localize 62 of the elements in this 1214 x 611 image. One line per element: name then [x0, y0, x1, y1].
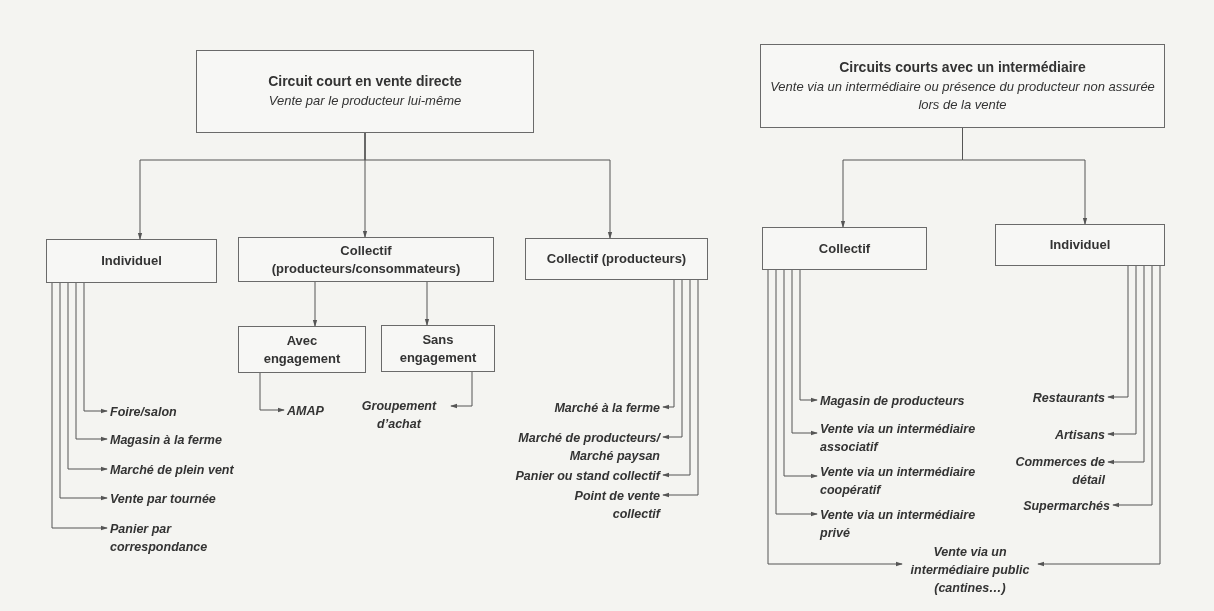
box-label: Individuel: [1049, 236, 1111, 254]
channel-label: Vente via un intermédiaire public (cantines…): [905, 543, 1035, 598]
channel-label: Foire/salon: [110, 403, 240, 422]
box-title: Circuit court en vente directe: [268, 73, 462, 90]
channel-label: Marché de plein vent: [110, 461, 270, 480]
box-label: Collectif: [818, 239, 871, 258]
subcategory-box: [238, 326, 366, 373]
box-subtitle: Vente par le producteur lui-même: [268, 92, 462, 110]
connector-arrow: [424, 281, 430, 326]
connector-arrow: [791, 269, 818, 436]
connector-arrow: [783, 269, 818, 479]
connector-arrow: [1037, 265, 1161, 567]
connector-arrow: [312, 281, 318, 327]
connector-arrow: [662, 279, 675, 410]
subcategory-box: [995, 224, 1165, 266]
connector-arrow: [662, 279, 683, 440]
channel-label: Panier ou stand collectif: [480, 467, 660, 486]
connector-arrow: [1107, 265, 1129, 400]
box-label: Collectif (producteurs): [546, 250, 687, 268]
box-title: Circuits courts avec un intermédiaire: [839, 58, 1086, 75]
connector-arrow: [75, 282, 108, 442]
connector-arrow: [662, 279, 691, 478]
box-subtitle: Vente via un intermédiaire ou présence du producteur non assurée lors de la vente: [769, 77, 1156, 114]
category-box: [760, 44, 1165, 128]
channel-label: Magasin de producteurs: [820, 392, 1000, 411]
channel-label: Vente par tournée: [110, 490, 260, 509]
subcategory-box: [525, 238, 708, 280]
connector-arrow: [662, 279, 699, 498]
channel-label: Panier par correspondance: [110, 520, 230, 557]
connector-arrow: [799, 269, 818, 403]
channel-label: Vente via un intermédiaire associatif: [820, 420, 990, 457]
subcategory-box: [238, 237, 494, 282]
connector-arrow: [67, 282, 108, 472]
box-label: Sans engagement: [398, 330, 478, 367]
connector-arrow: [364, 132, 613, 239]
subcategory-box: [381, 325, 495, 372]
channel-label: Vente via un intermédiaire coopératif: [820, 463, 990, 500]
channel-label: Marché de producteurs/ Marché paysan: [500, 429, 660, 466]
channel-label: Commerces de détail: [1000, 453, 1105, 490]
connector-arrow: [775, 269, 818, 517]
category-box: [196, 50, 534, 133]
channel-label: Point de vente collectif: [555, 487, 660, 524]
channel-label: Marché à la ferme: [510, 399, 660, 418]
box-label: Avec engagement: [262, 331, 342, 368]
connector-arrow: [83, 282, 108, 414]
channel-label: Artisans: [1000, 426, 1105, 445]
channel-label: AMAP: [287, 402, 337, 421]
connector-arrow: [51, 282, 108, 531]
channel-label: Magasin à la ferme: [110, 431, 260, 450]
connector-arrow: [1107, 265, 1145, 465]
connector-arrow: [259, 372, 285, 413]
box-label: Individuel: [101, 252, 162, 270]
channel-label: Groupement d’achat: [350, 397, 448, 434]
connector-arrow: [767, 269, 903, 567]
connector-arrow: [1112, 265, 1153, 508]
subcategory-box: [762, 227, 927, 270]
connector-arrow: [1107, 265, 1137, 437]
box-label: Collectif (producteurs/consommateurs): [270, 241, 462, 278]
channel-label: Restaurants: [1000, 389, 1105, 408]
connector-arrow: [450, 371, 473, 409]
connector-arrow: [59, 282, 108, 501]
subcategory-box: [46, 239, 217, 283]
